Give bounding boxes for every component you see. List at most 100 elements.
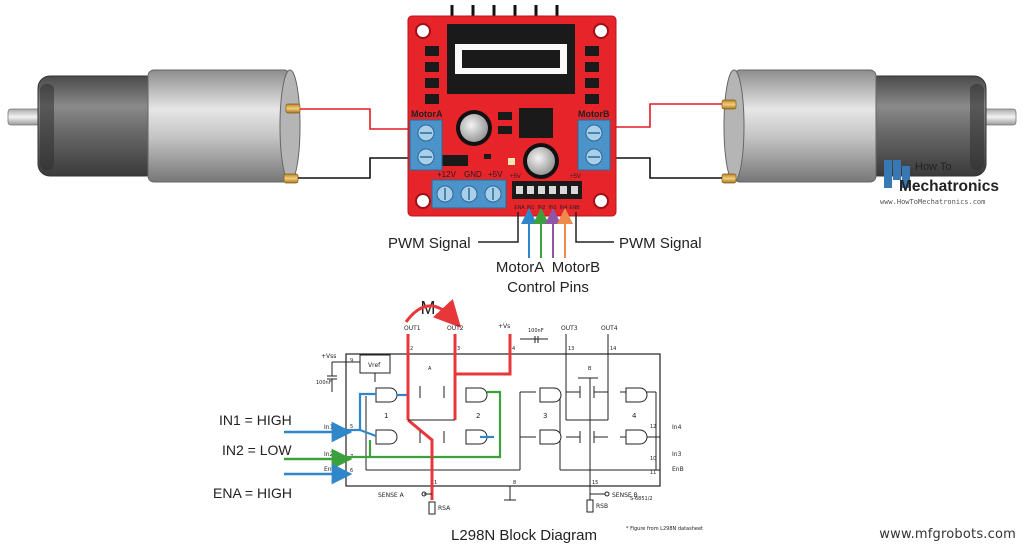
pin-num-3: 3 [457,346,460,352]
node-a-label: A [428,366,432,372]
motor-a-label: MotorA [411,109,443,119]
pwm-left-wire [478,212,519,243]
power-5v-label: +5V [488,170,503,179]
control-signal-wires [478,208,614,258]
in1-state-label: IN1 = HIGH [219,412,292,428]
left-motor-wire-red [300,108,412,130]
l298n-board: MotorA MotorB +12V GND +5V +5V +5V [407,5,617,217]
vs-label: +Vs [498,323,510,330]
power-gnd-label: GND [464,170,482,179]
pin-ena-label: EnA [324,466,337,473]
pin-in2-label: In2 [324,451,334,458]
pin-num-2: 2 [410,346,413,352]
out1-label: OUT1 [404,325,421,332]
part-code: S-6851/2 [630,496,653,502]
block-diagram: M OUT1 OUT2 +Vs 100nF OUT3 OUT4 2 3 [213,298,703,544]
right-motor-terminal-top [721,99,737,110]
capacitor-left [456,110,492,146]
site-watermark: www.mfgrobots.com [879,527,1016,542]
header-5v-left-label: +5V [510,174,521,180]
pin-num-9: 9 [350,358,353,364]
out4-label: OUT4 [601,325,618,332]
pin-num-10: 10 [650,456,656,462]
right-motor-wire-black [612,157,722,179]
cap-100nf-right-label: 100nF [528,328,544,334]
pin-label-in4: IN4 [560,205,568,211]
in2-state-label: IN2 = LOW [222,442,292,458]
ena-state-label: ENA = HIGH [213,485,292,501]
pin-num-6: 6 [350,468,353,474]
voltage-regulator [519,108,553,138]
left-motor-terminal-top [285,103,301,114]
pwm-signal-right-label: PWM Signal [619,235,702,252]
bridge-4-label: 4 [632,412,637,420]
motor-wires [298,103,722,179]
left-motor-terminal-bottom [283,173,299,184]
pwm-right-wire [575,212,614,243]
bridge-3-label: 3 [543,412,547,420]
pin-label-in3: IN3 [549,205,557,211]
logo-gear-icon [884,160,910,188]
control-pins-label-line1: MotorA MotorB [496,259,600,276]
motor-b-label: MotorB [578,109,610,119]
howtomechatronics-logo: How To Mechatronics www.HowToMechatronic… [880,160,999,206]
diodes-right [585,46,599,104]
in2-signal-path [346,390,502,459]
figure-note: * Figure from L298N datasheet [626,526,703,532]
right-motor-wire-red [612,103,722,128]
left-motor [7,69,301,184]
pin-in4-label: In4 [672,424,682,431]
header-pins [516,186,578,194]
pin-in1-label: In1 [324,424,334,431]
left-motor-can [147,69,291,183]
header-5v-right-label: +5V [570,174,581,180]
control-header [512,181,582,199]
right-motor-can [733,69,877,183]
motor-m-label: M [421,298,436,318]
node-b-label: B [588,366,592,372]
left-motor-gearbox [37,75,159,177]
sense-a-label: SENSE A [378,492,405,499]
bridge-2-label: 2 [476,412,480,420]
sense-b-label: SENSE B [612,492,638,499]
pwm-signal-left-label: PWM Signal [388,235,471,252]
and-gates [375,387,648,445]
power-12v-label: +12V [437,170,457,179]
capacitor-right [523,143,559,179]
right-motor [721,69,1017,184]
out3-label: OUT3 [561,325,578,332]
vss-label: +Vss [321,353,336,360]
pin-num-11: 11 [650,470,656,476]
vref-label: Vref [368,362,381,369]
pin-num-8: 8 [513,480,516,486]
chip-outline [345,353,661,487]
pin-label-in2: IN2 [538,205,546,211]
pin-num-1: 1 [434,480,437,486]
pin-label-enb: ENB [569,205,580,211]
pin-label-in1: IN1 [527,205,535,211]
left-motor-wire-black [298,157,412,179]
logo-url: www.HowToMechatronics.com [880,198,985,206]
diodes-left [425,46,439,104]
logo-line2: Mechatronics [899,178,999,195]
pin-label-ena: ENA [514,205,525,211]
pin-enb-label: EnB [672,466,684,473]
rsa-resistor [428,501,436,515]
pin-in3-label: In3 [672,451,682,458]
pin-num-12: 12 [650,424,656,430]
right-motor-terminal-bottom [721,173,737,184]
in1-signal-path [346,392,494,439]
current-flow-path [406,334,512,500]
cap-100nf-left-label: 100nF [316,380,332,386]
bridge-1-label: 1 [384,412,388,420]
rsb-label: RSB [596,503,608,510]
control-pins-label-line2: Control Pins [507,279,589,296]
logo-line1: How To [915,161,951,173]
rsb-resistor [586,499,594,513]
pin-num-4: 4 [512,346,515,352]
pin-num-15: 15 [592,480,598,486]
pin-num-13: 13 [568,346,574,352]
block-diagram-caption: L298N Block Diagram [451,527,597,544]
out2-label: OUT2 [447,325,464,332]
rsa-label: RSA [438,505,451,512]
